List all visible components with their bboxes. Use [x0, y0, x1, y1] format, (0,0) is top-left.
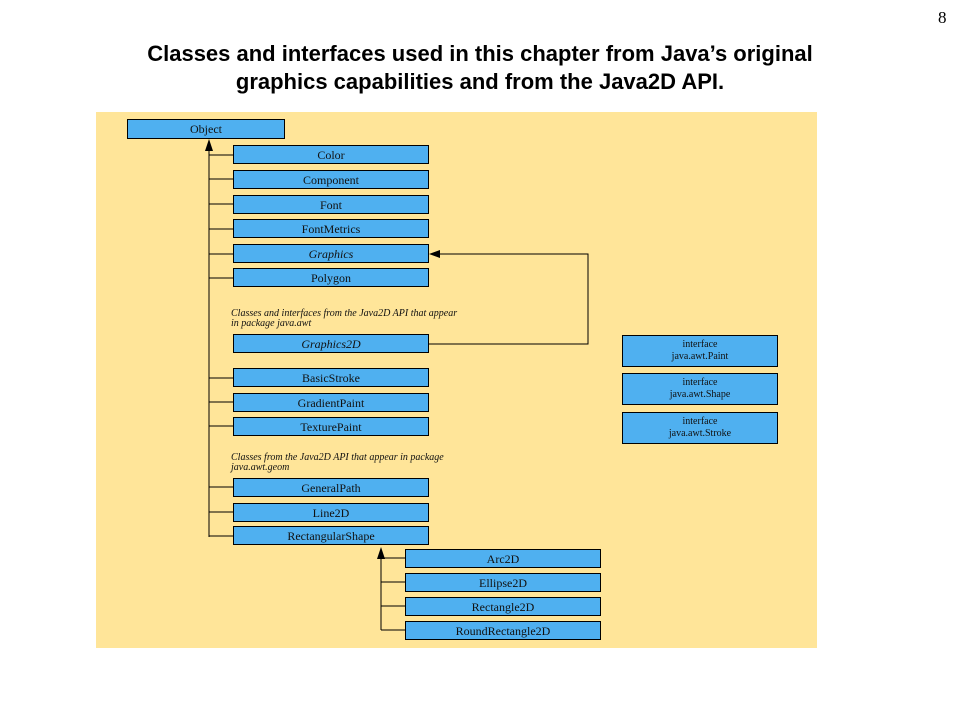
- class-gradientpaint: GradientPaint: [233, 393, 429, 412]
- interface-stroke: interface java.awt.Stroke: [622, 412, 778, 444]
- title-line-1: Classes and interfaces used in this chap…: [147, 41, 813, 66]
- class-line2d: Line2D: [233, 503, 429, 522]
- interface-shape-keyword: interface: [682, 377, 718, 388]
- title-line-2: graphics capabilities and from the Java2…: [235, 69, 725, 94]
- interface-stroke-name: java.awt.Stroke: [668, 428, 732, 439]
- class-arc2d: Arc2D: [405, 549, 601, 568]
- interface-shape-name: java.awt.Shape: [669, 389, 731, 400]
- class-graphics: Graphics: [233, 244, 429, 263]
- object-branches: [209, 154, 233, 537]
- geom-note: Classes from the Java2D API that appear …: [231, 453, 444, 473]
- class-fontmetrics: FontMetrics: [233, 219, 429, 238]
- page-number: 8: [938, 8, 947, 27]
- class-graphics2d: Graphics2D: [233, 334, 429, 353]
- interface-paint: interface java.awt.Paint: [622, 335, 778, 367]
- class-generalpath: GeneralPath: [233, 478, 429, 497]
- rectangularshape-arrowhead: [377, 547, 385, 559]
- interface-stroke-keyword: interface: [682, 416, 718, 427]
- class-color: Color: [233, 145, 429, 164]
- geom-note-line-1: Classes from the Java2D API that appear …: [231, 452, 444, 463]
- class-object: Object: [127, 119, 285, 139]
- class-component: Component: [233, 170, 429, 189]
- graphics-arrowhead: [429, 250, 440, 258]
- java2d-note-line-1: Classes and interfaces from the Java2D A…: [231, 308, 458, 319]
- class-ellipse2d: Ellipse2D: [405, 573, 601, 592]
- interface-shape: interface java.awt.Shape: [622, 373, 778, 405]
- geom-note-line-2: java.awt.geom: [231, 462, 290, 473]
- interface-paint-name: java.awt.Paint: [671, 351, 729, 362]
- graphics2d-to-graphics-line: [428, 253, 589, 345]
- class-texturepaint: TexturePaint: [233, 417, 429, 436]
- rectangularshape-branches: [381, 557, 405, 631]
- class-rectangle2d: Rectangle2D: [405, 597, 601, 616]
- class-font: Font: [233, 195, 429, 214]
- interface-paint-keyword: interface: [682, 339, 718, 350]
- class-roundrectangle2d: RoundRectangle2D: [405, 621, 601, 640]
- class-rectangularshape: RectangularShape: [233, 526, 429, 545]
- java2d-awt-note: Classes and interfaces from the Java2D A…: [231, 309, 457, 329]
- class-basicstroke: BasicStroke: [233, 368, 429, 387]
- java2d-note-line-2: in package java.awt: [231, 318, 312, 329]
- object-arrowhead: [205, 139, 213, 151]
- class-polygon: Polygon: [233, 268, 429, 287]
- slide-title: Classes and interfaces used in this chap…: [80, 40, 880, 96]
